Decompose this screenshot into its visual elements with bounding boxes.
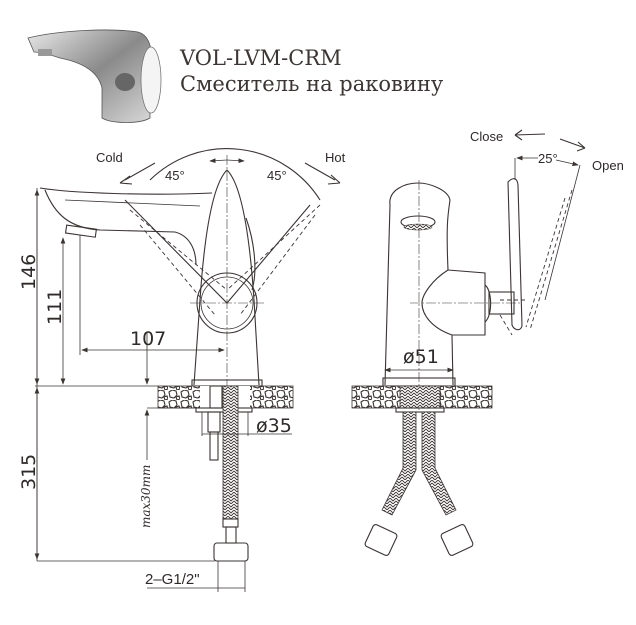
angle-left-label: 45° bbox=[165, 168, 185, 183]
cold-arrow-icon bbox=[119, 162, 156, 185]
model-title: VOL-LVM-CRM bbox=[179, 46, 342, 70]
dim-counter-thickness: max30mm bbox=[139, 465, 153, 528]
supply-hose-right bbox=[421, 411, 457, 516]
open-arrow-icon bbox=[559, 138, 586, 152]
cold-label: Cold bbox=[96, 150, 123, 165]
hot-arrow-icon bbox=[304, 162, 341, 185]
front-view: Cold Hot 45° 45° 146 bbox=[18, 148, 346, 592]
dim-hole: ø35 bbox=[256, 415, 292, 437]
close-arrow-icon bbox=[514, 129, 546, 141]
supply-hose-left bbox=[381, 411, 417, 516]
supply-hose bbox=[222, 385, 239, 520]
dim-spout-height: 111 bbox=[44, 289, 66, 325]
hose-nut bbox=[213, 542, 249, 562]
dim-connection: 2–G1/2" bbox=[145, 571, 200, 588]
product-subtitle: Смеситель на раковину bbox=[180, 72, 444, 96]
side-view: Close Open 25° ø51 bbox=[351, 129, 624, 556]
close-label: Close bbox=[470, 129, 503, 144]
dim-spout-reach: 107 bbox=[130, 328, 166, 350]
product-photo bbox=[27, 29, 162, 123]
dim-total-height: 146 bbox=[18, 254, 40, 290]
dim-below-counter: 315 bbox=[18, 454, 40, 490]
angle-right-label: 45° bbox=[267, 168, 287, 183]
angle-label: 25° bbox=[538, 151, 558, 166]
dim-base: ø51 bbox=[403, 346, 439, 368]
hot-label: Hot bbox=[325, 150, 346, 165]
open-label: Open bbox=[592, 158, 624, 173]
